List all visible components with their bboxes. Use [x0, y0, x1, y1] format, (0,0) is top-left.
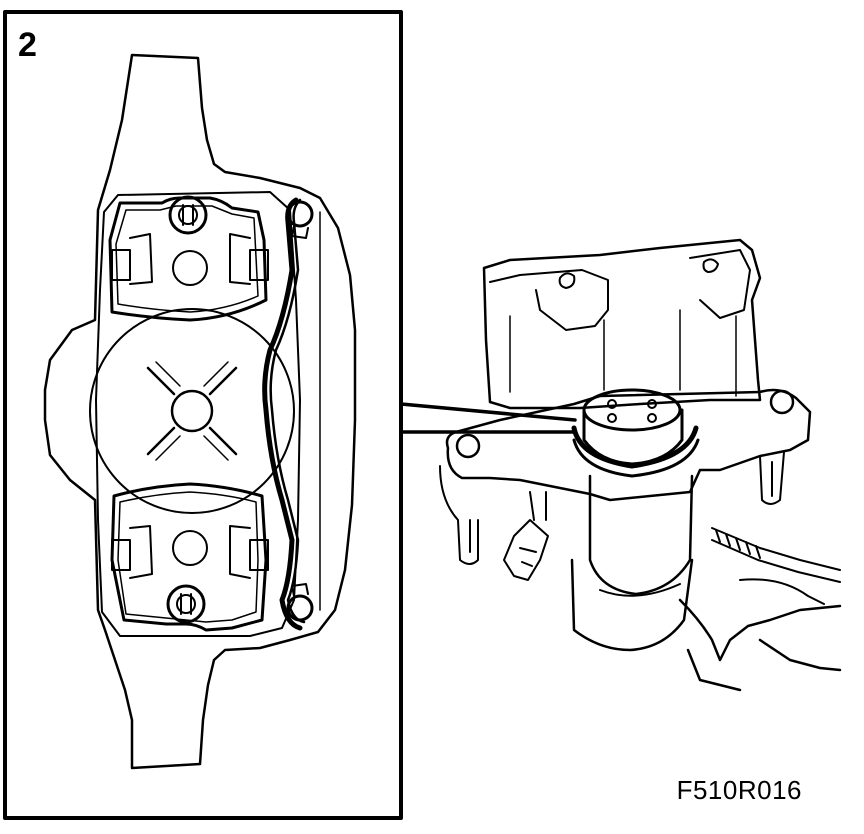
- figure-reference-code: F510R016: [676, 775, 802, 805]
- callout-lines: [399, 402, 577, 434]
- caliper-bracket: [482, 238, 762, 410]
- pad-retaining-spring: [262, 197, 303, 631]
- bleed-nipple: [503, 519, 549, 581]
- pad-center-hole: [170, 389, 214, 433]
- hub-mount: [678, 598, 842, 692]
- lower-rivet: [166, 584, 206, 624]
- pad-center-boss: [89, 308, 295, 514]
- piston-seal: [571, 425, 699, 469]
- brake-caliper: [439, 238, 842, 692]
- upper-rivet: [168, 195, 208, 235]
- upper-clip-right: [249, 249, 269, 281]
- pad-backing-plate: [43, 53, 357, 770]
- brake-cable: [711, 527, 841, 583]
- caliper-cylinder: [588, 474, 694, 596]
- lower-pad-hole: [172, 530, 208, 566]
- brake-pad-detail: [43, 53, 357, 770]
- caliper-arms: [445, 388, 812, 502]
- spring-eye-bottom: [286, 594, 314, 622]
- spring-eye-top: [286, 200, 314, 228]
- upper-clip-left: [111, 249, 131, 281]
- lower-clip-right: [249, 539, 269, 571]
- upper-pad-pocket: [108, 196, 268, 322]
- lower-clip-left: [111, 539, 131, 571]
- step-number-label: 2: [18, 26, 37, 64]
- upper-pad-hole: [172, 250, 208, 286]
- inset-frame: [3, 10, 403, 820]
- pad-center-cross: [146, 361, 238, 461]
- lower-pad-pocket: [110, 482, 268, 632]
